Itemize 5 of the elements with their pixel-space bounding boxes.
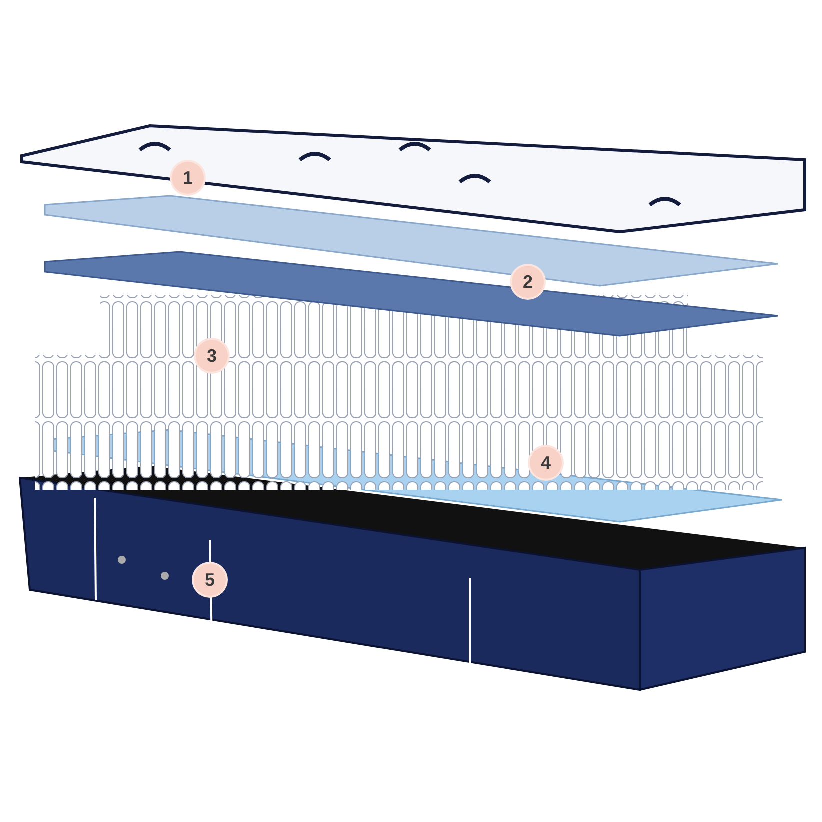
callout-number: 3 [196,340,228,372]
callout-number: 4 [530,447,562,479]
callout-number: 5 [194,564,226,596]
callout-number: 1 [172,162,204,194]
callout-number: 2 [512,266,544,298]
